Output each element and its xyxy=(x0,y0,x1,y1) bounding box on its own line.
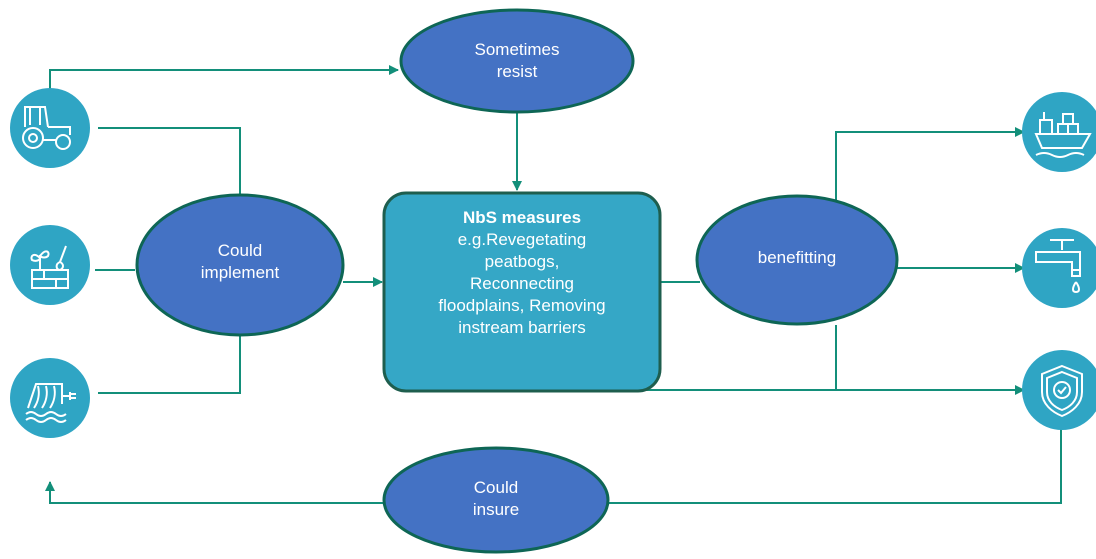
label-could-insure: Could insure xyxy=(472,478,520,519)
connector-dam-to-implement xyxy=(98,335,241,394)
label-sometimes-resist: Sometimes resist xyxy=(474,40,560,81)
hydropower-dam-icon xyxy=(10,358,90,438)
ellipse-benefitting xyxy=(695,194,899,326)
connector-benefitting-to-shield xyxy=(835,325,1025,395)
connector-tractor-to-resist xyxy=(49,65,399,95)
ellipse-could-insure xyxy=(382,446,610,554)
tractor-icon xyxy=(10,88,90,168)
nbs-measures-body: e.g.Revegetating peatbogs, Reconnecting … xyxy=(438,230,606,337)
ellipse-sometimes-resist xyxy=(399,8,635,114)
nbs-measures-box xyxy=(382,191,662,393)
label-benefitting: benefitting xyxy=(757,248,837,267)
gardening-icon xyxy=(10,225,90,305)
water-tap-icon xyxy=(1022,228,1096,308)
cargo-ship-icon xyxy=(1022,92,1096,172)
nbs-measures-text: NbS measures e.g.Revegetating peatbogs, … xyxy=(389,207,655,339)
connector-benefitting-to-ship xyxy=(835,127,1025,212)
ellipse-could-implement xyxy=(135,193,345,337)
label-could-implement: Could implement xyxy=(200,241,280,282)
nbs-measures-title: NbS measures xyxy=(462,208,582,227)
connector-tractor-to-implement xyxy=(98,127,241,196)
insurance-shield-icon xyxy=(1022,350,1096,430)
